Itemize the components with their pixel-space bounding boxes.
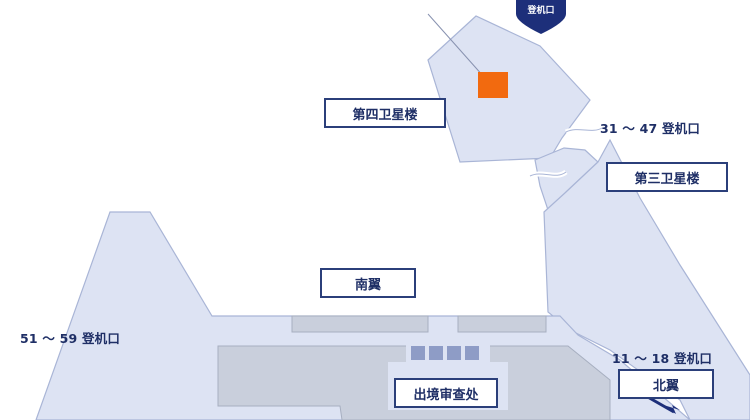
satellite-4-building xyxy=(427,15,591,163)
gates-11-18-label: 11 ～ 18 登机口 xyxy=(612,351,713,366)
break-mark xyxy=(565,127,603,133)
south-wing-label: 南翼 xyxy=(320,268,416,298)
north-wing-label: 北翼 xyxy=(618,369,714,399)
checkpoint-gate xyxy=(411,346,425,360)
map-pin-icon xyxy=(516,0,566,34)
checkpoint-gate xyxy=(429,346,443,360)
highlight-marker xyxy=(478,72,508,98)
pin-label: 登机口 xyxy=(526,4,554,16)
counter-strip-left xyxy=(291,315,429,333)
gates-31-47-label: 31 ～ 47 登机口 xyxy=(600,121,701,136)
satellite-4-label: 第四卫星楼 xyxy=(324,98,446,128)
break-mark xyxy=(529,171,567,177)
immigration-label: 出境审查处 xyxy=(394,378,498,408)
satellite-3-label: 第三卫星楼 xyxy=(606,162,728,192)
counter-strip-right xyxy=(457,315,547,333)
checkpoint-gate xyxy=(447,346,461,360)
checkpoint-gate xyxy=(465,346,479,360)
gates-51-59-label: 51 ～ 59 登机口 xyxy=(20,331,121,346)
